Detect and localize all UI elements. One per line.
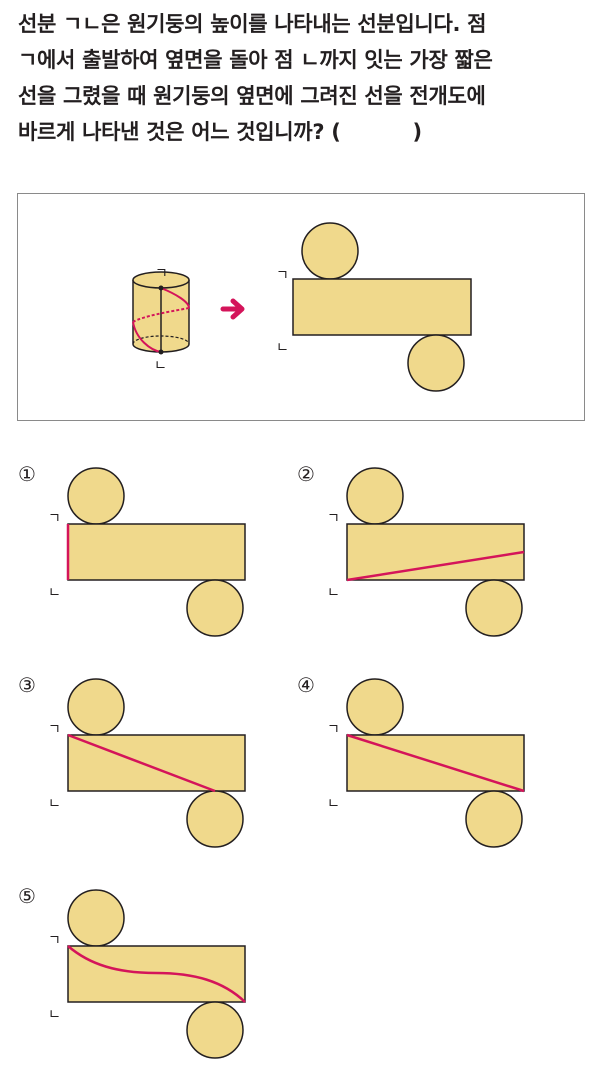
option-3-path: [67, 733, 216, 793]
option-3-rectangle: [67, 734, 246, 792]
option-2-label-bottom: ㄴ: [327, 585, 340, 601]
net-bottom-circle: [407, 334, 465, 392]
option-2-top-circle: [346, 467, 404, 525]
option-3-label-bottom: ㄴ: [48, 796, 61, 812]
option-5-path: [67, 945, 246, 1003]
option-4-top-circle: [346, 678, 404, 736]
option-2-path: [346, 550, 525, 582]
option-4-label-top: ㄱ: [327, 722, 340, 738]
option-5[interactable]: ⑤ ㄱ ㄴ: [18, 885, 268, 1075]
question-line-1: 선분 ㄱㄴ은 원기둥의 높이를 나타내는 선분입니다. 점: [18, 12, 487, 36]
option-1[interactable]: ① ㄱ ㄴ: [18, 463, 268, 653]
option-3-label-top: ㄱ: [48, 722, 61, 738]
net-label-top: ㄱ: [276, 268, 289, 284]
cylinder: ㄱ ㄴ: [132, 266, 190, 374]
option-3-top-circle: [67, 678, 125, 736]
shortest-path-front-bottom: [132, 321, 162, 353]
option-1-number: ①: [18, 462, 36, 486]
option-5-label-top: ㄱ: [48, 933, 61, 949]
option-5-bottom-circle: [186, 1001, 244, 1059]
option-5-number: ⑤: [18, 884, 36, 908]
answer-paren-close: ): [412, 120, 423, 144]
cyl-label-top: ㄱ: [155, 266, 168, 282]
shortest-path-front-top: [160, 287, 190, 309]
shortest-path-back: [132, 307, 190, 323]
option-3-bottom-circle: [186, 790, 244, 848]
point-top: [158, 285, 164, 291]
point-bottom: [158, 349, 164, 355]
option-3-net: ㄱ ㄴ: [48, 678, 246, 848]
question-text: 선분 ㄱㄴ은 원기둥의 높이를 나타내는 선분입니다. 점 ㄱ에서 출발하여 옆…: [18, 6, 593, 150]
option-4-path: [346, 733, 525, 793]
option-5-top-circle: [67, 889, 125, 947]
option-2[interactable]: ② ㄱ ㄴ: [297, 463, 547, 653]
example-net: ㄱ ㄴ: [276, 222, 472, 392]
option-5-label-bottom: ㄴ: [48, 1007, 61, 1023]
option-1-label-top: ㄱ: [48, 511, 61, 527]
question-line-3: 선을 그렸을 때 원기둥의 옆면에 그려진 선을 전개도에: [18, 84, 486, 108]
option-1-bottom-circle: [186, 579, 244, 637]
option-2-bottom-circle: [465, 579, 523, 637]
option-2-net: ㄱ ㄴ: [327, 467, 525, 637]
net-label-bottom: ㄴ: [276, 340, 289, 356]
option-5-net: ㄱ ㄴ: [48, 889, 246, 1059]
question-line-4: 바르게 나타낸 것은 어느 것입니까? (): [18, 114, 593, 150]
answer-paren-open: (: [331, 120, 341, 144]
net-top-circle: [301, 222, 359, 280]
option-4-bottom-circle: [465, 790, 523, 848]
option-2-label-top: ㄱ: [327, 511, 340, 527]
option-4-net: ㄱ ㄴ: [327, 678, 525, 848]
option-1-top-circle: [67, 467, 125, 525]
option-1-rectangle: [67, 523, 246, 581]
option-4-label-bottom: ㄴ: [327, 796, 340, 812]
net-rectangle: [292, 278, 472, 336]
arrow-icon: [220, 298, 245, 320]
option-4-number: ④: [297, 673, 315, 697]
option-4[interactable]: ④ ㄱ ㄴ: [297, 674, 547, 864]
option-2-number: ②: [297, 462, 315, 486]
cyl-label-bottom: ㄴ: [154, 358, 167, 374]
example-box: ㄱ ㄴ ㄱ ㄴ: [17, 193, 585, 421]
example-diagram: ㄱ ㄴ ㄱ ㄴ: [132, 222, 472, 392]
option-3-number: ③: [18, 673, 36, 697]
option-1-label-bottom: ㄴ: [48, 585, 61, 601]
option-3[interactable]: ③ ㄱ ㄴ: [18, 674, 268, 864]
option-2-rectangle: [346, 523, 525, 581]
question-line-4-text: 바르게 나타낸 것은 어느 것입니까?: [18, 120, 325, 144]
option-1-net: ㄱ ㄴ: [48, 467, 246, 637]
question-line-2: ㄱ에서 출발하여 옆면을 돌아 점 ㄴ까지 잇는 가장 짧은: [18, 48, 493, 72]
